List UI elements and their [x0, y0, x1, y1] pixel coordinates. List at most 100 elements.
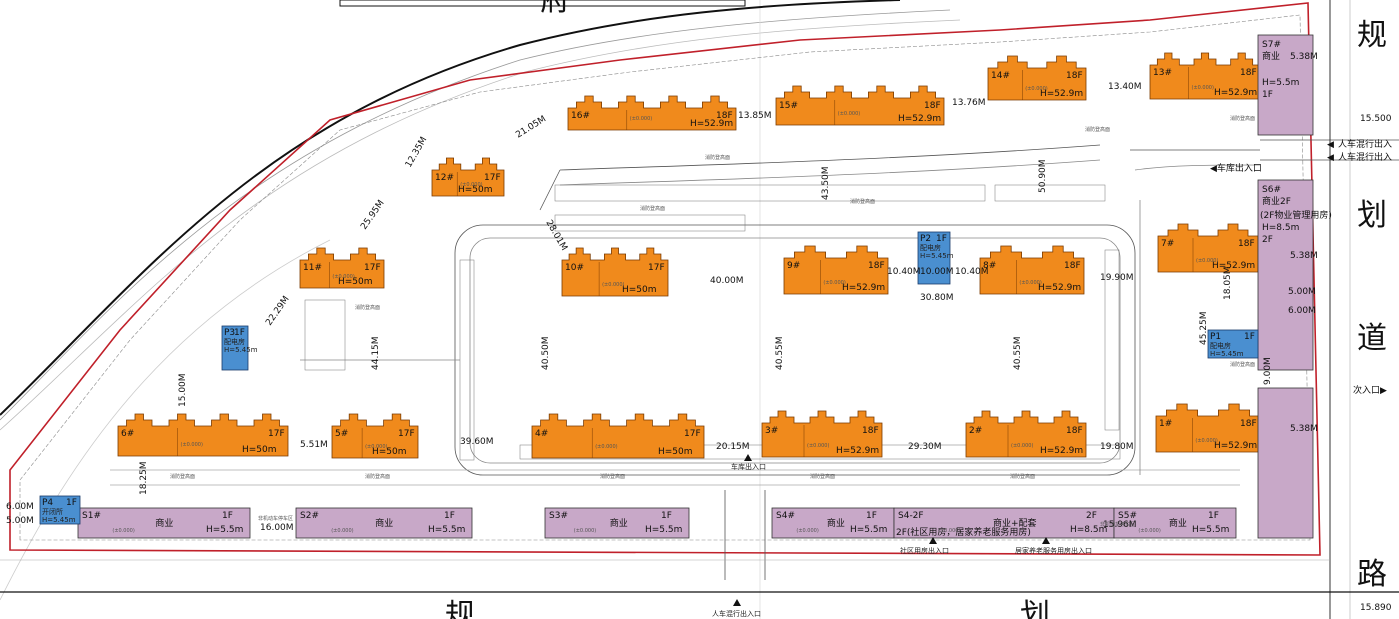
secondary-entrance-label: 次入口▶	[1353, 384, 1387, 396]
building-floors: 18F	[1240, 419, 1257, 429]
building-height: H=50m	[622, 285, 657, 295]
commercial-strip-right	[1257, 387, 1314, 539]
dimension-label: 40.55M	[775, 336, 785, 370]
building-height: H=52.9m	[1040, 89, 1083, 99]
building-use: 商业	[1262, 50, 1280, 62]
community-entrance-label: 社区用房出入口	[900, 546, 949, 555]
dimension-label: 5.00M	[6, 516, 34, 526]
zero-level: (±0.000)	[331, 528, 353, 534]
building-id: S5#	[1118, 511, 1137, 521]
dimension-label: 13.76M	[952, 98, 986, 108]
dimension-label: 30.80M	[920, 293, 954, 303]
fire-access-labels: 消防登高面 消防登高面 消防登高面 消防登高面 消防登高面 消防登高面 消防登高…	[170, 115, 1255, 480]
building-footprint	[77, 507, 251, 539]
fire-face-label: 消防登高面	[1010, 473, 1035, 480]
building-id: S2#	[300, 511, 319, 521]
fire-face-label: 消防登高面	[810, 473, 835, 480]
building-floors: 2F	[1086, 511, 1097, 521]
dimension-label: 5.38M	[1290, 52, 1318, 62]
building-height: H=52.9m	[1214, 88, 1257, 98]
building-id: 10#	[565, 263, 584, 273]
dimension-label: 10.40M	[955, 267, 989, 277]
building-id: P4	[42, 498, 53, 508]
building-footprint	[783, 245, 889, 295]
road-lines	[0, 0, 961, 619]
dimension-label: 12.35M	[404, 135, 429, 169]
building-height: H=5.45m	[42, 516, 76, 524]
fire-face-label: 消防登高面	[640, 205, 665, 212]
zero-level: (±0.000)	[630, 116, 652, 122]
dimension-label: 5.00M	[1288, 287, 1316, 297]
building-floors: 17F	[268, 429, 285, 439]
dimension-label: 15.00M	[178, 373, 188, 407]
fire-face-label: 消防登高面	[850, 198, 875, 205]
building-footprint	[331, 413, 419, 459]
building-height: H=50m	[338, 277, 373, 287]
building-use: 商业	[827, 517, 845, 529]
building-height: H=52.9m	[898, 114, 941, 124]
road-label-bottom-2: 划	[1020, 598, 1050, 619]
building-height: H=5.45m	[1210, 350, 1244, 358]
right-entrance-1-label: 人车混行出入	[1338, 138, 1392, 150]
main-entrance-label: 人车混行出入口	[712, 609, 761, 618]
building-footprint	[39, 495, 81, 525]
building-footprint	[544, 507, 690, 539]
dimension-label: 15.96M	[1103, 520, 1137, 530]
building-height: H=52.9m	[836, 446, 879, 456]
road-label-right-2: 划	[1357, 198, 1387, 233]
building-height: H=8.5m	[1070, 525, 1107, 535]
zero-level: (±0.000)	[332, 274, 354, 280]
road-label-top: 府	[540, 0, 570, 18]
building-use: 商业	[375, 517, 393, 529]
dimension-label: 10.00M	[920, 267, 954, 277]
building-footprint	[531, 413, 705, 459]
dimension-label: 43.50M	[821, 166, 831, 200]
site-boundary	[9, 2, 1321, 556]
building-height: H=5.5m	[850, 525, 887, 535]
building-use: 商业	[155, 517, 173, 529]
building-height: H=52.9m	[1040, 446, 1083, 456]
building-id: 7#	[1161, 239, 1174, 249]
zero-level: (±0.000)	[807, 443, 829, 449]
zero-level: (±0.000)	[1196, 258, 1218, 264]
building-id: 6#	[121, 429, 134, 439]
commercial-buildings: S1#商业1FH=5.5m(±0.000)S2#商业1FH=5.5m(±0.00…	[77, 34, 1332, 539]
building-use: 商业+配套	[993, 517, 1037, 529]
dimension-labels: 13.85M13.76M13.40M21.05M12.35M25.95M28.0…	[6, 52, 1318, 533]
building-note: (2F物业管理用房)	[1260, 209, 1332, 221]
building-id: 4#	[535, 429, 548, 439]
dimension-label: 40.50M	[541, 336, 551, 370]
building-id: 5#	[335, 429, 348, 439]
building-floors: 18F	[1238, 239, 1255, 249]
building-use: 商业	[610, 517, 628, 529]
fire-face-label: 消防登高面	[355, 304, 380, 311]
building-height: H=52.9m	[1214, 441, 1257, 451]
building-floors: 18F	[924, 101, 941, 111]
elevation-right-bottom: 15.890	[1360, 603, 1392, 613]
dimension-label: 29.30M	[908, 442, 942, 452]
dimension-label: 5.38M	[1290, 251, 1318, 261]
building-id: 11#	[303, 263, 322, 273]
dimension-label: 21.05M	[514, 114, 548, 140]
garage-entrance-right: ◀车库出入口	[1210, 162, 1262, 174]
building-footprint	[761, 410, 883, 458]
building-height: H=52.9m	[690, 119, 733, 129]
dimension-label: 40.55M	[1013, 336, 1023, 370]
zero-level: (±0.000)	[938, 528, 960, 534]
dimension-label: 13.85M	[738, 111, 772, 121]
building-use: 商业	[1169, 517, 1187, 529]
zero-level: (±0.000)	[1138, 528, 1160, 534]
building-footprint	[987, 55, 1087, 101]
building-floors: 1F	[936, 234, 947, 244]
building-footprint	[1113, 507, 1237, 539]
